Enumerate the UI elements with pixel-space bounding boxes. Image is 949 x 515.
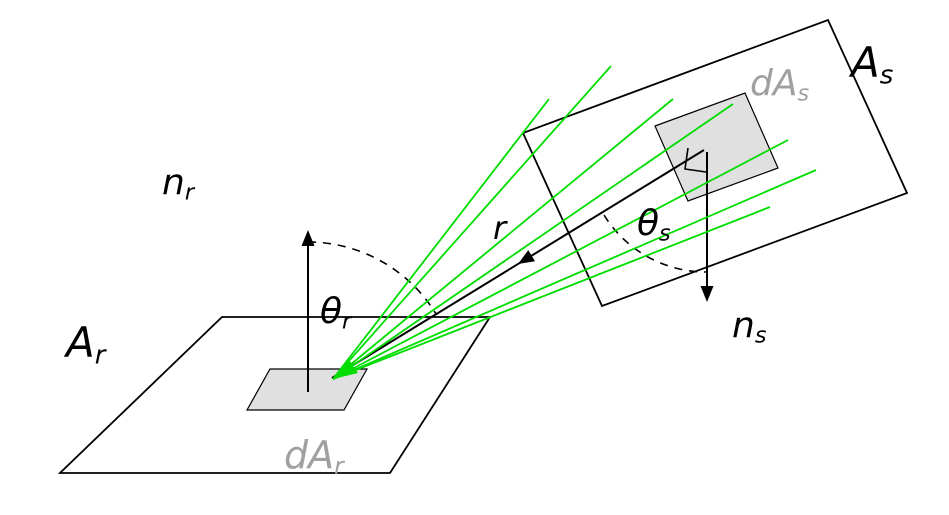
label-receiver-normal-base: n [162, 162, 185, 203]
label-source-normal-sub: s [754, 322, 767, 349]
source-normal-arrowhead [700, 286, 714, 302]
label-receiver-element-sub: r [334, 451, 344, 480]
label-source-angle: θs [637, 203, 671, 245]
label-receiver-angle-sub: r [342, 308, 352, 335]
label-source-element-base: dA [750, 63, 798, 104]
ray-bundle [332, 65, 817, 380]
label-source-element-sub: s [797, 80, 810, 107]
label-receiver-element: dAr [284, 433, 344, 478]
right-angle-marker [684, 147, 707, 173]
source-element [654, 92, 779, 202]
label-receiver-angle-base: θ [320, 291, 343, 332]
label-source-area-sub: s [879, 60, 894, 91]
ray-line [332, 169, 817, 380]
label-receiver-angle: θr [320, 291, 351, 333]
label-receiver-area-base: A [66, 318, 95, 367]
label-source-angle-sub: s [659, 220, 671, 247]
ray-line [332, 206, 771, 380]
source-angle-arc [603, 214, 708, 273]
label-receiver-normal-sub: r [184, 179, 195, 206]
label-receiver-normal: nr [162, 162, 194, 204]
ray-line [332, 139, 789, 380]
receiver-angle-arc [307, 241, 437, 315]
label-r-distance-base: r [493, 209, 507, 247]
label-source-element: dAs [750, 63, 809, 105]
ray-line [332, 65, 612, 380]
label-source-area-base: A [851, 38, 880, 87]
ray-line [332, 98, 550, 380]
label-receiver-element-base: dA [284, 433, 335, 477]
label-source-normal-base: n [732, 305, 755, 346]
label-receiver-area-sub: r [94, 340, 106, 371]
r-arrowhead [518, 250, 536, 264]
ray-arrowhead [333, 358, 358, 379]
receiver-surface [57, 316, 492, 474]
ray-line [332, 103, 734, 380]
ray-line [332, 98, 674, 380]
label-source-normal: ns [732, 305, 766, 347]
label-source-angle-base: θ [637, 203, 660, 244]
receiver-normal-arrowhead [301, 230, 315, 246]
label-receiver-area: Ar [66, 322, 105, 369]
label-r-distance: r [493, 212, 506, 244]
source-surface [521, 18, 909, 308]
label-source-area: As [851, 42, 893, 89]
